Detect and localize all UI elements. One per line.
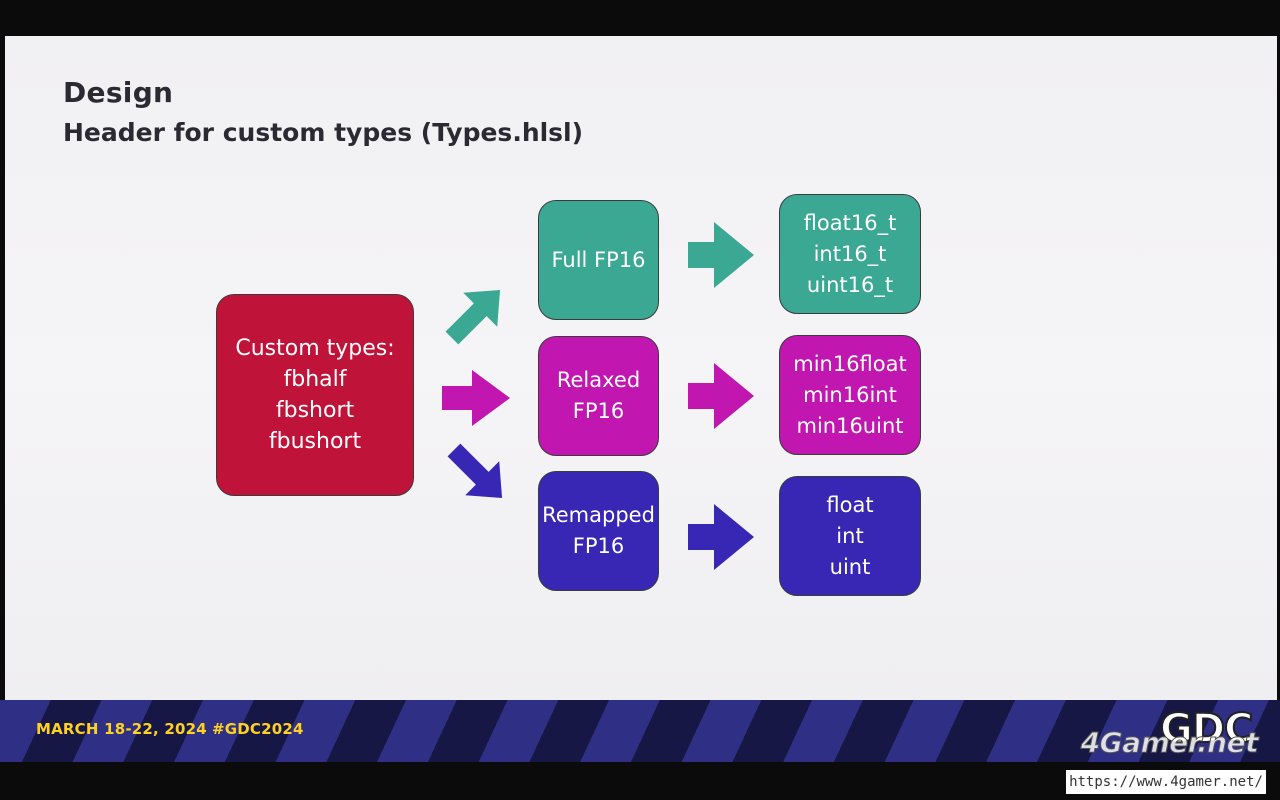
slide-subtitle: Header for custom types (Types.hlsl): [63, 118, 584, 147]
type-name: min16float: [793, 351, 907, 376]
relaxed-fp16-types-box: min16float min16int min16uint: [779, 335, 921, 455]
type-name: int: [836, 523, 864, 548]
arrow-to-full-fp16: [445, 289, 501, 345]
arrow-to-remapped-fp16: [447, 443, 503, 499]
mode-label: Relaxed: [556, 368, 641, 392]
type-name: int16_t: [813, 241, 887, 266]
arrow-to-relaxed-fp16: [442, 370, 510, 426]
source-line: Custom types:: [235, 336, 395, 361]
conference-footer: MARCH 18-22, 2024 #GDC2024 GDC: [0, 700, 1280, 762]
mode-label: Remapped: [542, 503, 655, 527]
arrow-relaxed-to-types: [688, 363, 754, 429]
watermark-brand: 4Gamer.net: [1080, 726, 1259, 760]
relaxed-fp16-box: Relaxed FP16: [538, 336, 659, 456]
gdc-logo: GDC: [1159, 705, 1254, 753]
mode-label: FP16: [572, 399, 625, 423]
watermark-url: https://www.4gamer.net/: [1066, 770, 1266, 794]
type-name: float16_t: [803, 210, 897, 235]
arrow-remapped-to-types: [688, 504, 754, 570]
mode-label: Full FP16: [551, 247, 646, 272]
event-dates: MARCH 18-22, 2024: [36, 720, 207, 738]
type-name: uint16_t: [806, 272, 894, 297]
source-line: fbshort: [275, 398, 355, 423]
source-line: fbushort: [268, 429, 362, 454]
slide-title: Design: [63, 76, 174, 109]
full-fp16-box: Full FP16: [538, 200, 659, 320]
arrow-full-to-types: [688, 222, 754, 288]
type-name: float: [826, 492, 874, 517]
remapped-fp16-box: Remapped FP16: [538, 471, 659, 591]
custom-types-box: Custom types: fbhalf fbshort fbushort: [216, 294, 414, 496]
event-hashtag: #GDC2024: [212, 720, 304, 738]
source-line: fbhalf: [283, 367, 347, 392]
mode-label: FP16: [572, 534, 625, 558]
remapped-fp16-types-box: float int uint: [779, 476, 921, 596]
type-name: min16uint: [796, 413, 904, 438]
type-name: min16int: [803, 382, 897, 407]
full-fp16-types-box: float16_t int16_t uint16_t: [779, 194, 921, 314]
type-name: uint: [829, 554, 871, 579]
